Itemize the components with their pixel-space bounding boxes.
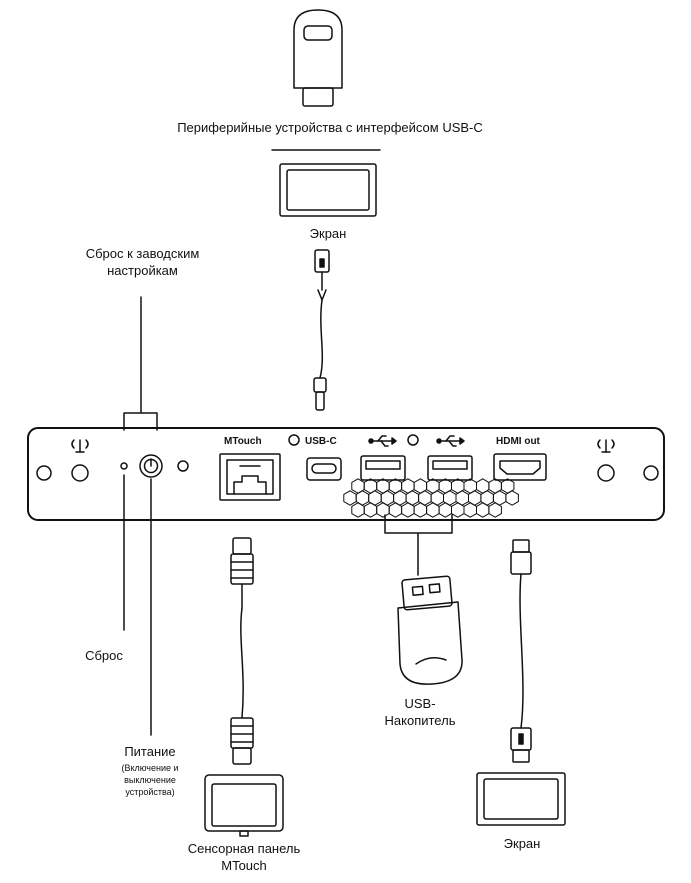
reset-hole	[120, 462, 128, 470]
hdmi-cable	[510, 539, 532, 763]
indicator-led-usbc	[288, 434, 300, 446]
power-label: Питание	[124, 744, 176, 759]
vent-hex	[488, 502, 502, 518]
screen-top-icon	[279, 163, 377, 217]
mount-hole-right-2	[597, 464, 615, 482]
vent-hex	[476, 502, 490, 518]
power-note-line1: (Включение и	[121, 763, 179, 773]
touch-panel-icon	[204, 774, 284, 837]
usb-drive-bracket	[384, 514, 453, 576]
antenna-right-icon	[597, 439, 615, 453]
hdmi-port	[493, 453, 547, 481]
usb-drive-line1: USB-	[404, 696, 436, 711]
power-note-line2: выключение	[124, 775, 176, 786]
factory-reset-bracket	[123, 296, 158, 431]
mount-hole-left-2	[71, 464, 89, 482]
mtouch-port-label: MTouch	[224, 436, 262, 447]
usbc-port	[306, 457, 342, 481]
mtouch-cable	[230, 537, 254, 765]
factory-reset-line2: настройкам	[107, 262, 178, 278]
hdmi-port-label: HDMI out	[496, 436, 541, 447]
vent-hex	[413, 502, 428, 518]
vent-hex	[463, 502, 477, 518]
vent-hex	[438, 502, 452, 518]
antenna-left-icon	[71, 439, 89, 453]
screen-top-label: Экран	[309, 226, 347, 241]
vent-hex	[451, 502, 465, 518]
mtouch-port	[219, 453, 281, 501]
mount-hole-left	[36, 465, 52, 481]
vent-grid	[343, 478, 519, 518]
screen-bottom-icon	[476, 772, 566, 826]
screen-bottom-label: Экран	[503, 836, 541, 851]
usb-symbol-2-icon	[436, 435, 465, 447]
vent-hex	[351, 502, 365, 518]
vent-hex	[376, 502, 390, 518]
usbc-port-label: USB-C	[305, 436, 337, 447]
usb-a-port-1	[360, 455, 406, 481]
factory-reset-label: Сброс к заводским настройкам	[60, 246, 225, 280]
vent-hex	[401, 502, 415, 518]
factory-reset-line1: Сброс к заводским	[85, 246, 200, 261]
device-panel	[27, 427, 665, 521]
touch-panel-line2: MTouch	[221, 857, 267, 873]
usb-flash-drive-icon	[397, 575, 463, 685]
usb-a-port-2	[427, 455, 473, 481]
usb-drive-label: USB- Накопитель	[370, 696, 470, 730]
usbc-flash-drive-icon	[293, 9, 343, 107]
power-button	[139, 454, 163, 478]
usb-drive-line2: Накопитель	[384, 712, 456, 728]
usbc-cable-top	[313, 249, 330, 411]
touch-panel-label: Сенсорная панель MTouch	[170, 841, 318, 875]
vent-hex	[388, 502, 403, 518]
reset-label: Сброс	[85, 648, 123, 663]
vent-hex	[343, 490, 357, 506]
touch-panel-line1: Сенсорная панель	[187, 841, 301, 856]
vent-hex	[505, 490, 519, 506]
vent-hex	[363, 502, 378, 518]
power-note-line3: устройства)	[125, 787, 175, 798]
vent-hex	[426, 502, 440, 518]
mount-hole-right	[643, 465, 659, 481]
usb-symbol-1-icon	[368, 435, 397, 447]
power-note: (Включение и выключение устройства)	[100, 762, 200, 798]
indicator-led-usb	[407, 434, 419, 446]
led-hole	[177, 460, 189, 472]
usbc-peripherals-label: Периферийные устройства с интерфейсом US…	[177, 120, 483, 135]
